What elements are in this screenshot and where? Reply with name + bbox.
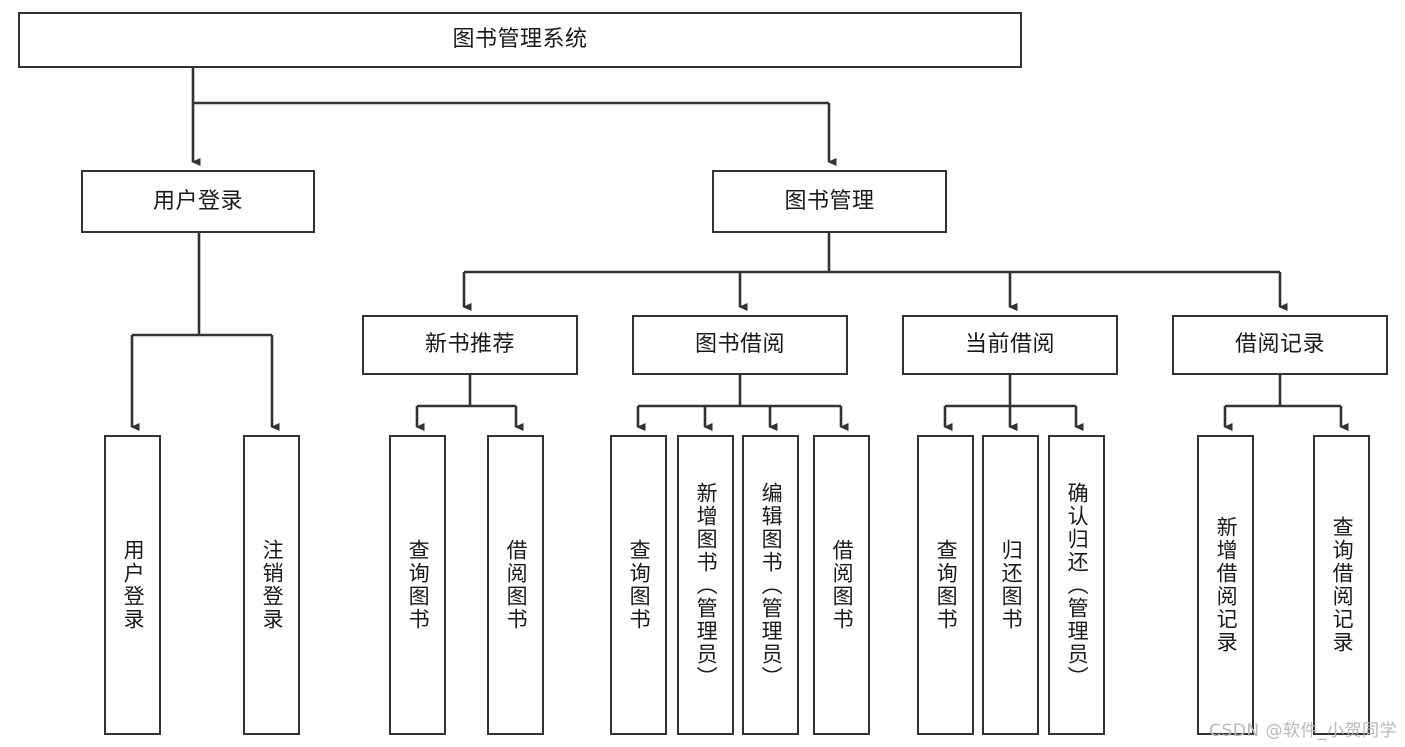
leaf-record-query-record[interactable]: 查询借阅记录 [1313,435,1370,735]
node-label: 查询借阅记录 [1330,516,1355,654]
node-label: 图书管理 [784,188,875,214]
leaf-borrow-query-book[interactable]: 查询图书 [610,435,667,735]
node-label: 新书推荐 [424,332,515,358]
node-label: 查询图书 [934,539,959,631]
leaf-current-query-book[interactable]: 查询图书 [917,435,974,735]
node-label: 注销登录 [260,539,285,631]
leaf-new-book-borrow[interactable]: 借阅图书 [487,435,544,735]
node-book-borrow[interactable]: 图书借阅 [632,315,848,375]
node-label: 图书借阅 [694,332,785,358]
node-label: 借阅图书 [504,539,529,631]
node-label: 编辑图书（管理员） [759,481,784,689]
leaf-user-login-login[interactable]: 用户登录 [104,435,161,735]
leaf-borrow-edit-book-admin[interactable]: 编辑图书（管理员） [742,435,799,735]
node-label: 当前借阅 [964,332,1055,358]
leaf-current-confirm-return-admin[interactable]: 确认归还（管理员） [1048,435,1105,735]
leaf-borrow-add-book-admin[interactable]: 新增图书（管理员） [677,435,734,735]
node-label: 归还图书 [999,539,1024,631]
node-label: 图书管理系统 [452,27,588,53]
leaf-new-book-query[interactable]: 查询图书 [389,435,446,735]
node-label: 借阅记录 [1234,332,1325,358]
leaf-borrow-borrow-book[interactable]: 借阅图书 [813,435,870,735]
node-label: 用户登录 [121,539,146,631]
node-label: 用户登录 [152,188,243,214]
node-label: 新增图书（管理员） [694,481,719,689]
leaf-user-login-logout[interactable]: 注销登录 [243,435,300,735]
node-label: 新增借阅记录 [1214,516,1239,654]
node-label: 借阅图书 [830,539,855,631]
node-label: 确认归还（管理员） [1065,481,1090,689]
leaf-record-add-record[interactable]: 新增借阅记录 [1197,435,1254,735]
node-current-borrow[interactable]: 当前借阅 [902,315,1118,375]
node-borrow-record[interactable]: 借阅记录 [1172,315,1388,375]
node-user-login[interactable]: 用户登录 [81,170,315,233]
node-label: 查询图书 [406,539,431,631]
node-book-management[interactable]: 图书管理 [712,170,947,233]
leaf-current-return-book[interactable]: 归还图书 [982,435,1039,735]
node-root-book-management-system[interactable]: 图书管理系统 [18,12,1022,68]
node-label: 查询图书 [627,539,652,631]
node-new-book-recommend[interactable]: 新书推荐 [362,315,578,375]
watermark-text: CSDN @软件_小贺同学 [1209,721,1397,741]
